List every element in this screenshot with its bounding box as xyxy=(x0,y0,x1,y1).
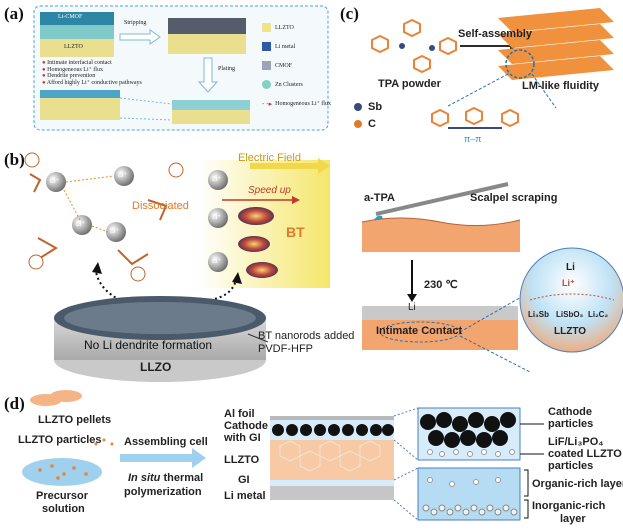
legend-swatch-li xyxy=(262,42,271,51)
panel-c-zoom-liplus: Li⁺ xyxy=(562,278,575,288)
panel-b-llzo: LLZO xyxy=(140,360,172,374)
panel-a-stripping: Stripping xyxy=(124,20,147,26)
legend-label: Homogeneous Li⁺ flux xyxy=(275,101,331,107)
panel-d-particles: LLZTO particles xyxy=(18,434,102,446)
legend-label: CMOF xyxy=(275,62,293,69)
panel-d-polymerization: polymerization xyxy=(124,486,202,498)
panel-d-llzto: LLZTO xyxy=(224,454,260,466)
panel-d-thermal: thermal xyxy=(163,472,204,484)
legend-label: Zn Clusters xyxy=(275,81,303,88)
panel-b-speed-up: Speed up xyxy=(248,185,291,196)
panel-d-gi: GI xyxy=(238,474,250,486)
panel-c-intimate: Intimate Contact xyxy=(376,325,463,337)
panel-b-li-ion: Li⁺ xyxy=(76,221,86,228)
panel-d-coated-2: coated LLZTO xyxy=(548,448,622,460)
panel-d-inorganic-2: layer xyxy=(560,513,586,525)
panel-c-lm-fluidity: LM-like fluidity xyxy=(522,80,599,92)
panel-c-pi-pi: π–π xyxy=(464,134,482,144)
panel-d-coated-1: LiF/Li₃PO₄ xyxy=(548,436,604,448)
panel-c-temp: 230 ℃ xyxy=(424,279,458,291)
panel-b-li-ion: Li⁺ xyxy=(212,176,222,183)
panel-d-cathode-particles-1: Cathode xyxy=(548,406,592,418)
panel-a-llzto-label: LLZTO xyxy=(64,44,83,50)
panel-b-letter: (b) xyxy=(4,150,25,169)
panel-d-coated-3: particles xyxy=(548,460,594,472)
panel-c-zoom-li3sb: Li₃Sb xyxy=(528,310,550,319)
panel-c-letter: (c) xyxy=(340,4,359,23)
panel-d-in-situ: In situ thermal xyxy=(128,472,203,484)
legend-label: Li metal xyxy=(275,43,296,50)
panel-d-precursor-2: solution xyxy=(42,503,85,515)
panel-c-zoom-li2c2: Li₂C₂ xyxy=(588,310,608,319)
legend-label: LLZTO xyxy=(275,24,294,31)
panel-b-dissociated: Dissociated xyxy=(132,200,189,212)
panel-b-no-dendrite: No Li dendrite formation xyxy=(84,338,213,352)
legend-swatch-llzto xyxy=(262,23,271,32)
panel-c-c-atom: C xyxy=(368,118,376,130)
panel-b-electric-field: Electric Field xyxy=(238,152,301,164)
panel-c-self-assembly: Self-assembly xyxy=(458,28,532,40)
panel-c-zoom-li: Li xyxy=(566,262,575,273)
panel-a-bullet: Intimate interfacial contact xyxy=(47,60,112,66)
panel-b-li-ion: Li⁺ xyxy=(212,258,222,265)
panel-c-tpa-powder: TPA powder xyxy=(378,78,441,90)
panel-a-bullets: ● Intimate interfacial contact ● Homogen… xyxy=(42,60,142,86)
panel-d-cathode-gi-2: with GI xyxy=(224,432,261,444)
panel-b-bt: BT xyxy=(286,224,305,240)
panel-a-letter: (a) xyxy=(4,4,24,23)
panel-b-li-ion: Li⁺ xyxy=(212,214,222,221)
panel-d-pellets: LLZTO pellets xyxy=(38,414,112,426)
legend-swatch-cmof xyxy=(262,61,271,70)
legend-arrow-flux: - -▸ xyxy=(262,100,273,108)
panel-c-zoom-lisbo: LiSbO₃ xyxy=(556,310,584,319)
panel-d-precursor-1: Precursor xyxy=(36,490,88,502)
panel-d-organic: Organic-rich layer xyxy=(532,478,623,490)
panel-c-scalpel: Scalpel scraping xyxy=(470,192,558,204)
panel-b-bt-added-2: PVDF-HFP xyxy=(258,343,313,355)
panel-a-licmof-label: Li-CMOF xyxy=(58,14,83,20)
panel-a-bullet: Dendrite prevention xyxy=(47,73,96,79)
panel-d-letter: (d) xyxy=(4,394,25,413)
panel-c-sb: Sb xyxy=(368,101,383,113)
panel-b-bt-added-1: BT nanorods added xyxy=(258,330,355,342)
panel-d-li-metal: Li metal xyxy=(224,490,266,502)
panel-b-li-ion: Li⁺ xyxy=(118,172,128,179)
panel-d-in-situ-italic: In situ xyxy=(128,472,161,484)
panel-b-li-ion: Li⁺ xyxy=(50,178,60,185)
panel-d-al-foil: Al foil xyxy=(224,408,255,420)
panel-d-assembling: Assembling cell xyxy=(124,436,208,448)
panel-a-bullet: Homogeneous Li⁺ flux xyxy=(47,67,103,73)
panel-a-legend: LLZTO Li metal CMOF Zn Clusters - -▸Homo… xyxy=(262,18,331,113)
panel-d-cathode-particles-2: particles xyxy=(548,418,594,430)
panel-c-a-tpa: a-TPA xyxy=(364,192,395,204)
panel-b-li-ion: Li⁺ xyxy=(110,228,120,235)
panel-d-inorganic-1: Inorganic-rich xyxy=(532,500,606,512)
panel-d-cathode-gi-1: Cathode xyxy=(224,420,268,432)
panel-a-plating: Plating xyxy=(218,66,236,72)
legend-swatch-zn xyxy=(262,80,271,89)
panel-c-zoom-llzto: LLZTO xyxy=(554,326,587,337)
panel-a-bullet: Afford highly Li⁺ conductive pathways xyxy=(46,80,142,86)
panel-c-li-top: Li xyxy=(408,302,416,313)
